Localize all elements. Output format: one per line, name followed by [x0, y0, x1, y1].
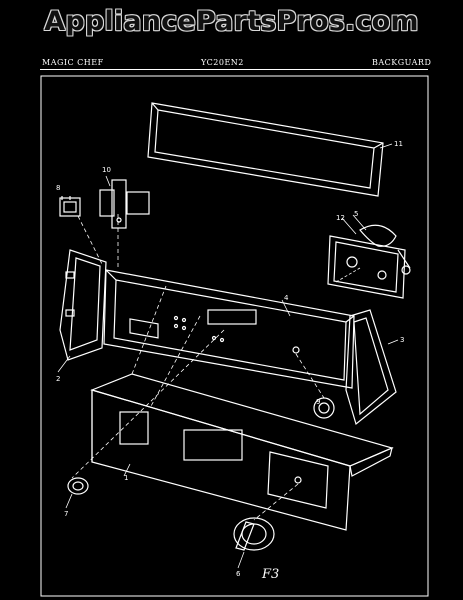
callout-7: 7 [64, 510, 68, 518]
trim-strip-part [147, 102, 384, 197]
bracket-part [99, 179, 150, 229]
knob-part [67, 477, 89, 495]
watermark: AppliancePartsPros.com [44, 6, 419, 37]
leader-lines [71, 214, 325, 521]
callout-1: 1 [124, 474, 128, 482]
callout-labels: 1 2 3 4 5 6 7 8 9 10 11 12 [56, 140, 404, 578]
left-end-cap-part [59, 249, 107, 361]
callout-5: 5 [354, 210, 358, 218]
callout-8: 8 [56, 184, 60, 192]
callout-6: 6 [236, 570, 241, 578]
section-label: BACKGUARD [372, 58, 432, 67]
callout-12: 12 [336, 214, 345, 222]
lower-housing-part [90, 373, 394, 531]
callout-10: 10 [102, 166, 111, 174]
control-panel-part [103, 269, 355, 389]
callout-11: 11 [394, 140, 403, 148]
callout-4: 4 [284, 294, 289, 302]
clock-part [327, 224, 411, 299]
callout-3: 3 [400, 336, 404, 344]
header-rule [40, 69, 428, 70]
right-end-cap-part [345, 309, 397, 426]
callout-9: 9 [316, 398, 320, 406]
brand-label: MAGIC CHEF [42, 58, 104, 67]
selector-knob-part [233, 517, 275, 551]
diagram-frame [40, 75, 429, 597]
page-mark: F3 [261, 567, 279, 582]
model-label: YC20EN2 [201, 58, 244, 67]
switch-part [59, 196, 81, 217]
callout-2: 2 [56, 375, 60, 383]
